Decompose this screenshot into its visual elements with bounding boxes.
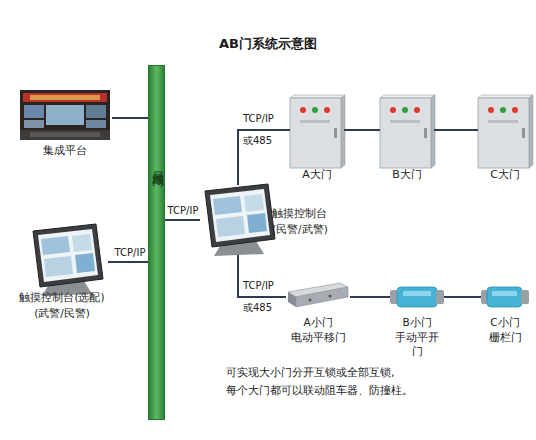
node-text: A小门 [286, 315, 350, 329]
node-text: 电动平移门 [286, 330, 350, 344]
network-line [165, 219, 200, 221]
node-text: 栅栏门 [481, 330, 529, 344]
network-line [344, 129, 380, 131]
node-text: (民警/武警) [272, 222, 340, 236]
network-line [108, 261, 148, 263]
node-text: 局域网 [149, 162, 166, 168]
gate-cabinet: B大门 [380, 95, 434, 183]
node-text: B小门 [390, 315, 444, 329]
gate-cabinet: C大门 [478, 95, 532, 183]
node-text: A大门 [290, 168, 344, 182]
small-door-node: C小门栅栏门 [481, 280, 529, 344]
edge-label: TCP/IP 或485 [243, 108, 285, 152]
network-line [350, 296, 390, 298]
node-text: 集成平台 [18, 144, 112, 158]
note-text: 可实现大小门分开互锁或全部互锁, [226, 366, 526, 380]
console-node: 触摸控制台 (民警/武警) [200, 185, 340, 255]
node-text: (武警/民警) [16, 306, 108, 320]
node-text: C小门 [481, 315, 529, 329]
lan-bus: 局域网 [148, 65, 165, 420]
network-line [444, 296, 481, 298]
small-door-node: B小门手动平开门 [390, 280, 444, 344]
node-text: 手动平开门 [390, 330, 444, 358]
node-text: B大门 [380, 168, 434, 182]
node-text: 触摸控制台(选配) [12, 290, 112, 304]
console-node: 触摸控制台(选配)(武警/民警) [16, 224, 108, 326]
small-door-node: A小门电动平移门 [286, 280, 350, 344]
note-text: 每个大门都可以联动阻车器、防撞柱。 [226, 384, 526, 398]
node-text: 触摸控制台 [272, 206, 340, 220]
diagram-title: AB门系统示意图 [0, 37, 536, 51]
gate-cabinet: A大门 [290, 95, 344, 183]
edge-label: TCP/IP 或485 [243, 275, 285, 319]
edge-label: TCP/IP [111, 246, 149, 260]
node-text: C大门 [478, 168, 532, 182]
edge-label: TCP/IP [164, 204, 202, 218]
platform-node: 集成平台 [18, 88, 112, 160]
network-line [434, 129, 478, 131]
network-line [112, 117, 148, 119]
